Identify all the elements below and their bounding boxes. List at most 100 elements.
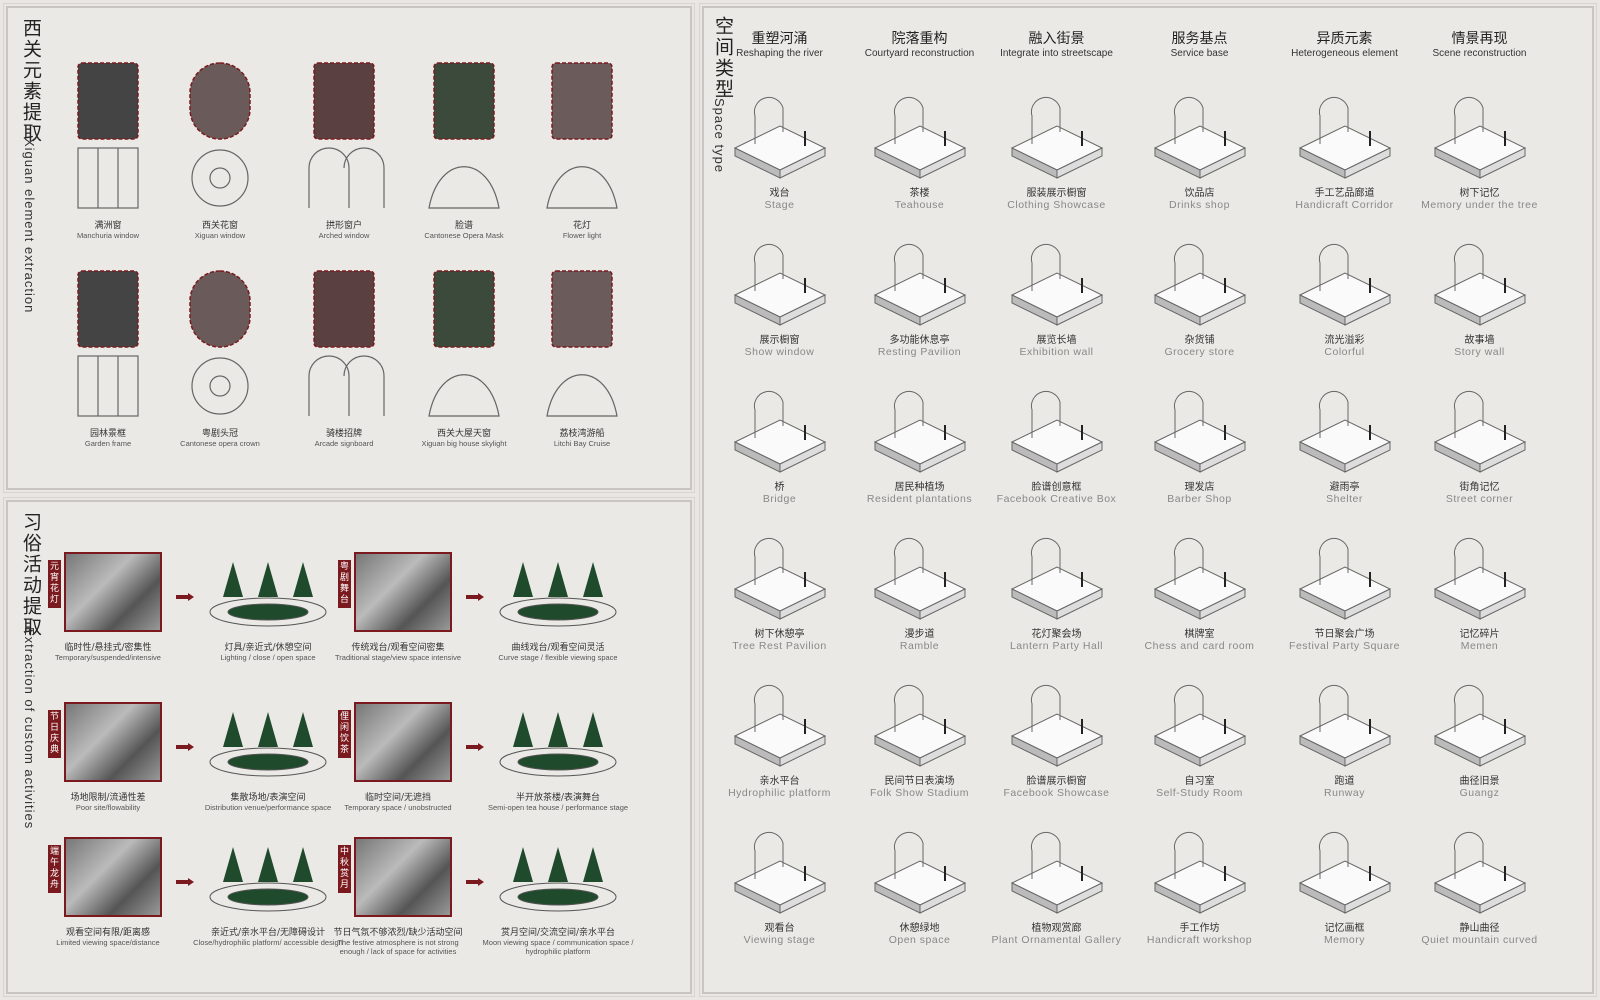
caption-en: Traditional stage/view space intensive <box>334 653 462 662</box>
element-label-en: Arched window <box>318 231 370 240</box>
element-label-en: Litchi Bay Cruise <box>553 439 611 448</box>
caption-en: The festive atmosphere is not strong eno… <box>337 938 459 956</box>
item-label-cn: 静山曲径 <box>1459 923 1500 934</box>
item-label-en: Clothing Showcase <box>1007 199 1106 211</box>
item-label-en: Colorful <box>1324 346 1365 358</box>
item-label-cn: 漫步道 <box>904 629 935 640</box>
isometric-sketch-icon <box>1433 96 1526 179</box>
item-label-en: Exhibition wall <box>1019 346 1094 358</box>
isometric-sketch-icon <box>1153 390 1246 473</box>
caption-en: Lighting / close / open space <box>220 653 316 662</box>
custom-diagram <box>493 827 623 927</box>
isometric-sketch-icon <box>1298 390 1391 473</box>
isometric-sketch-icon <box>733 390 826 473</box>
item-label-cn: 脸谱展示橱窗 <box>1026 776 1087 787</box>
diagram-sketch-icon <box>499 712 617 777</box>
caption-en: Moon viewing space / communication space… <box>482 938 634 956</box>
item-label-cn: 戏台 <box>769 188 790 199</box>
element-label-cn: 荔枝湾游船 <box>559 429 605 439</box>
item-label-en: Resident plantations <box>866 493 973 505</box>
isometric-sketch-icon <box>1153 96 1246 179</box>
header-en: Service base <box>1170 48 1229 59</box>
item-label-en: Ramble <box>899 640 940 652</box>
custom-photo <box>64 837 162 917</box>
isometric-sketch-icon <box>1298 831 1391 914</box>
isometric-sketch-icon <box>873 537 966 620</box>
item-label-en: Street corner <box>1445 493 1514 505</box>
element-sketch-icon <box>77 62 139 209</box>
item-label-cn: 居民种植场 <box>894 482 945 493</box>
isometric-sketch-icon <box>1010 96 1103 179</box>
element-label-cn: 粤剧头冠 <box>201 429 238 439</box>
item-label-cn: 花灯聚会场 <box>1031 629 1082 640</box>
element-label-cn: 骑楼招牌 <box>325 429 362 439</box>
isometric-sketch-icon <box>733 243 826 326</box>
diagram-sketch-icon <box>499 562 617 627</box>
item-label-cn: 杂货铺 <box>1184 335 1215 346</box>
item-label-en: Runway <box>1324 787 1365 799</box>
custom-diagram <box>493 692 623 792</box>
header-en: Reshaping the river <box>736 48 823 59</box>
item-label-en: Resting Pavilion <box>877 346 962 358</box>
isometric-sketch-icon <box>1010 243 1103 326</box>
item-label-cn: 节日聚会广场 <box>1314 629 1375 640</box>
custom-tag: 节日庆典 <box>48 710 61 758</box>
isometric-sketch-icon <box>873 831 966 914</box>
panel-title-cn: 西关元素提取 <box>20 18 42 144</box>
header-cn: 融入街景 <box>1028 31 1085 47</box>
panel-title-cn: 空间类型 <box>712 16 734 100</box>
item-label-en: Hydrophilic platform <box>728 787 831 799</box>
isometric-sketch-icon <box>1298 243 1391 326</box>
item-label-cn: 手工艺品廊道 <box>1314 188 1375 199</box>
item-label-cn: 桥 <box>774 482 785 493</box>
item-label-en: Self-Study Room <box>1156 787 1243 799</box>
custom-diagram <box>203 827 333 927</box>
caption-en: Poor site/flowability <box>75 803 141 812</box>
element-label-cn: 花灯 <box>572 221 591 231</box>
item-label-cn: 记忆碎片 <box>1459 629 1500 640</box>
item-label-en: Memory <box>1324 934 1365 946</box>
isometric-sketch-icon <box>1153 243 1246 326</box>
item-label-cn: 亲水平台 <box>759 776 800 787</box>
element-sketch-icon <box>77 270 139 417</box>
isometric-sketch-icon <box>733 96 826 179</box>
header-cn: 重塑河涌 <box>751 31 808 47</box>
caption-cn: 节日气氛不够浓烈/缺少活动空间 <box>333 928 463 938</box>
isometric-sketch-icon <box>733 537 826 620</box>
element-label-cn: 脸谱 <box>454 221 473 231</box>
element-label-en: Arcade signboard <box>314 439 374 448</box>
custom-photo <box>64 552 162 632</box>
item-label-en: Shelter <box>1326 493 1363 505</box>
item-label-en: Tree Rest Pavilion <box>732 640 827 652</box>
header-en: Integrate into streetscape <box>1000 48 1113 59</box>
item-label-en: Plant Ornamental Gallery <box>991 934 1122 946</box>
isometric-sketch-icon <box>1010 684 1103 767</box>
arrow-right-icon <box>466 588 484 601</box>
isometric-sketch-icon <box>1153 831 1246 914</box>
